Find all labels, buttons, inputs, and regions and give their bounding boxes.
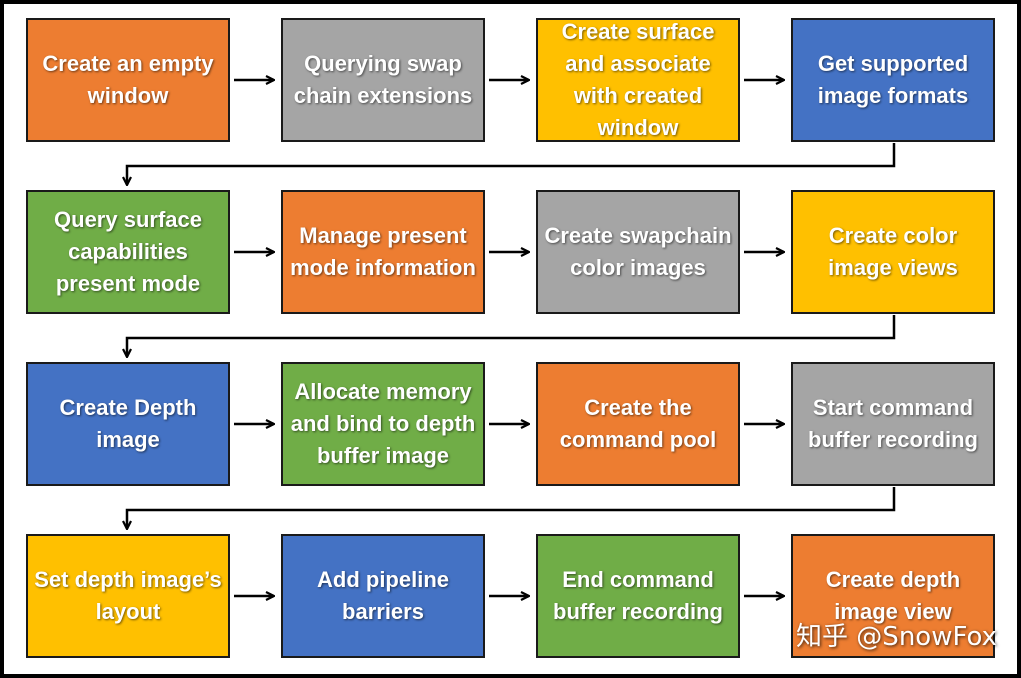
arrow-4-5 xyxy=(127,143,896,185)
step-query-swapchain-extensions: Querying swap chain extensions xyxy=(281,18,485,142)
step-create-depth-image: Create Depth image xyxy=(26,362,230,486)
step-create-command-pool: Create the command pool xyxy=(536,362,740,486)
step-add-pipeline-barriers: Add pipeline barriers xyxy=(281,534,485,658)
step-allocate-memory: Allocate memory and bind to depth buffer… xyxy=(281,362,485,486)
step-create-swapchain-images: Create swapchain color images xyxy=(536,190,740,314)
step-manage-present-mode: Manage present mode information xyxy=(281,190,485,314)
step-create-surface: Create surface and associate with create… xyxy=(536,18,740,142)
step-start-command-buffer: Start command buffer recording xyxy=(791,362,995,486)
watermark: 知乎 @SnowFox xyxy=(796,622,997,652)
step-create-color-image-views: Create color image views xyxy=(791,190,995,314)
arrow-8-9 xyxy=(127,315,896,357)
step-end-command-buffer: End command buffer recording xyxy=(536,534,740,658)
step-create-empty-window: Create an empty window xyxy=(26,18,230,142)
step-get-image-formats: Get supported image formats xyxy=(791,18,995,142)
step-query-surface-capabilities: Query surface capabilities present mode xyxy=(26,190,230,314)
step-set-depth-layout: Set depth image’s layout xyxy=(26,534,230,658)
step-create-depth-image-view: Create depth image view xyxy=(791,534,995,658)
arrow-12-13 xyxy=(127,487,896,529)
